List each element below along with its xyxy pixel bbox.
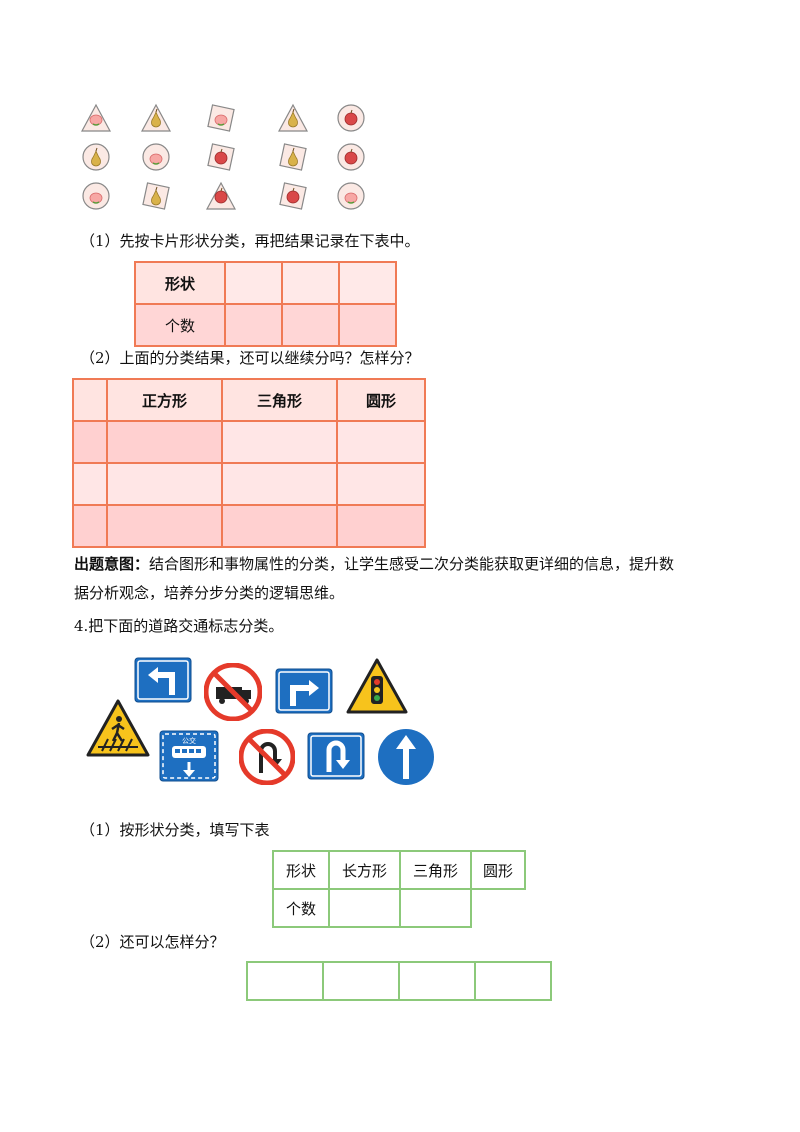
no-trucks-sign-icon	[204, 663, 262, 721]
table-cell[interactable]	[336, 420, 426, 464]
answer-cell[interactable]	[246, 961, 324, 1001]
count-cell[interactable]	[224, 303, 283, 347]
count-cell[interactable]	[399, 888, 472, 928]
shape-header-cell: 形状	[134, 261, 226, 305]
count-cell[interactable]	[281, 303, 340, 347]
table-cell[interactable]	[106, 420, 223, 464]
triangle-apple-card-icon	[205, 180, 237, 212]
table-cell[interactable]	[106, 504, 223, 548]
square-pear-card-icon	[140, 180, 172, 212]
no-u-turn-sign-icon	[239, 729, 295, 785]
header-square: 正方形	[106, 378, 223, 422]
intent-text-1: 结合图形和事物属性的分类，让学生感受二次分类能获取更详细的信息，提升数	[149, 555, 675, 573]
shape-cell[interactable]	[224, 261, 283, 305]
circle-peach-card-icon	[140, 141, 172, 173]
sign-shape-table: 形状 长方形 三角形 圆形 个数	[272, 850, 526, 928]
triangle-header: 三角形	[399, 850, 472, 890]
answer-cell[interactable]	[474, 961, 552, 1001]
square-pear-card-icon	[277, 141, 309, 173]
circle-header: 圆形	[470, 850, 526, 890]
left-turn-sign-icon	[134, 657, 192, 703]
table-cell[interactable]	[221, 504, 338, 548]
u-turn-sign-icon	[307, 732, 365, 780]
intent-line-1: 出题意图：结合图形和事物属性的分类，让学生感受二次分类能获取更详细的信息，提升数	[74, 554, 674, 574]
answer-cell[interactable]	[398, 961, 476, 1001]
shape-count-table: 形状 个数	[134, 261, 397, 347]
table-cell[interactable]	[336, 462, 426, 506]
count-cell[interactable]	[328, 888, 401, 928]
second-classification-table: 正方形 三角形 圆形	[72, 378, 426, 548]
circle-apple-card-icon	[335, 102, 367, 134]
circle-peach-card-icon	[80, 180, 112, 212]
corner-cell	[72, 378, 108, 422]
table-cell[interactable]	[336, 504, 426, 548]
table-cell[interactable]	[221, 420, 338, 464]
bus-sign-text: 公交	[182, 736, 196, 745]
intent-line-2: 据分析观念，培养分步分类的逻辑思维。	[74, 584, 345, 602]
count-header-cell: 个数	[134, 303, 226, 347]
question-1-text: （1）先按卡片形状分类，再把结果记录在下表中。	[80, 232, 420, 250]
triangle-pear-card-icon	[140, 102, 172, 134]
count-label: 个数	[272, 888, 330, 928]
intent-label: 出题意图：	[74, 555, 150, 573]
traffic-light-warning-sign-icon	[346, 658, 408, 714]
circle-pear-card-icon	[80, 141, 112, 173]
fruit-card-grid	[0, 0, 800, 220]
question-4-sub-2: （2）还可以怎样分？	[80, 933, 225, 951]
circle-apple-card-icon	[335, 141, 367, 173]
square-apple-card-icon	[277, 180, 309, 212]
question-4-sub-1: （1）按形状分类，填写下表	[80, 821, 270, 839]
count-cell[interactable]	[338, 303, 397, 347]
straight-ahead-sign-icon	[376, 727, 436, 787]
question-4-title: 4.把下面的道路交通标志分类。	[74, 617, 284, 635]
square-peach-card-icon	[205, 102, 237, 134]
triangle-peach-card-icon	[80, 102, 112, 134]
shape-header: 形状	[272, 850, 330, 890]
row-label-cell[interactable]	[72, 420, 108, 464]
answer-cell[interactable]	[322, 961, 400, 1001]
bus-lane-sign-icon: 公交	[159, 730, 219, 782]
table-cell[interactable]	[221, 462, 338, 506]
shape-cell[interactable]	[281, 261, 340, 305]
count-cell[interactable]	[470, 888, 525, 927]
rectangle-header: 长方形	[328, 850, 401, 890]
row-label-cell[interactable]	[72, 462, 108, 506]
shape-cell[interactable]	[338, 261, 397, 305]
square-apple-card-icon	[205, 141, 237, 173]
circle-peach-card-icon	[335, 180, 367, 212]
pedestrian-crossing-warning-sign-icon	[86, 699, 150, 757]
row-label-cell[interactable]	[72, 504, 108, 548]
right-turn-sign-icon	[275, 668, 333, 714]
question-2-text: （2）上面的分类结果，还可以继续分吗？怎样分？	[80, 349, 420, 367]
header-circle: 圆形	[336, 378, 426, 422]
header-triangle: 三角形	[221, 378, 338, 422]
triangle-pear-card-icon	[277, 102, 309, 134]
table-cell[interactable]	[106, 462, 223, 506]
other-classification-table	[246, 961, 552, 1001]
